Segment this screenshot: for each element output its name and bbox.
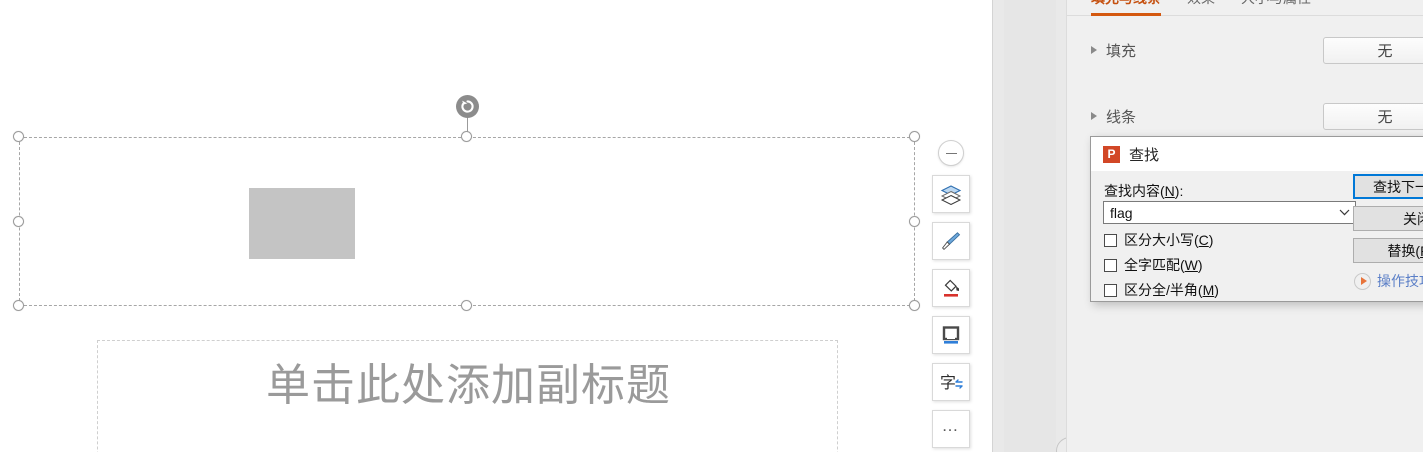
find-what-combobox[interactable]: flag (1103, 201, 1356, 224)
expand-caret-icon[interactable] (1091, 112, 1097, 120)
checkbox-box[interactable] (1104, 258, 1117, 272)
match-fullwidth-label: 区分全/半角(M) (1124, 280, 1219, 300)
find-what-label-post: ): (1174, 183, 1184, 199)
handle-middle-left[interactable] (13, 216, 24, 227)
find-what-label-key: N (1164, 183, 1175, 199)
find-dialog-titlebar[interactable]: P 查找 (1091, 137, 1423, 171)
match-case-checkbox[interactable]: 区分大小写(C) (1104, 230, 1213, 250)
find-what-label-pre: 查找内容( (1104, 183, 1165, 199)
replace-button[interactable]: 替换(R)... (1353, 238, 1423, 263)
powerpoint-icon: P (1103, 145, 1120, 163)
pane-gutter-track (1004, 0, 1056, 452)
gray-rectangle-shape[interactable] (249, 188, 355, 259)
label-pre: 区分大小写( (1124, 232, 1199, 248)
fill-row-label: 填充 (1106, 42, 1137, 60)
whole-word-checkbox[interactable]: 全字匹配(W) (1104, 255, 1203, 275)
handle-middle-right[interactable] (909, 216, 920, 227)
label-key: C (1198, 232, 1209, 248)
match-case-label: 区分大小写(C) (1124, 230, 1213, 250)
play-circle-icon (1354, 272, 1371, 290)
tab-fill-and-line[interactable]: 填充与线条 (1091, 0, 1161, 16)
floating-mini-toolbar: 字 … (931, 140, 971, 448)
find-what-input[interactable]: flag (1110, 204, 1133, 221)
label-key: M (1202, 282, 1215, 298)
handle-bottom-center[interactable] (461, 300, 472, 311)
rotation-stem (467, 117, 468, 138)
chevron-down-icon[interactable] (1333, 202, 1355, 223)
handle-top-center[interactable] (461, 131, 472, 142)
fill-value-dropdown[interactable]: 无 (1323, 36, 1423, 64)
rotate-icon[interactable] (456, 95, 479, 118)
shape-fill-button[interactable] (932, 269, 970, 307)
label-key: R (1420, 243, 1423, 259)
tab-size-and-properties[interactable]: 大小与属性 (1241, 0, 1311, 13)
label-key: W (1184, 257, 1198, 273)
label-pre: 全字匹配( (1124, 257, 1185, 273)
text-character-icon: 字 (939, 371, 963, 393)
layers-icon (940, 183, 962, 205)
label-post: ) (1197, 257, 1203, 273)
handle-bottom-right[interactable] (909, 300, 920, 311)
title-placeholder[interactable] (19, 137, 915, 306)
handle-bottom-left[interactable] (13, 300, 24, 311)
close-label: 关闭 (1403, 209, 1423, 229)
checkbox-box[interactable] (1104, 283, 1117, 297)
tips-link-label: 操作技巧 (1377, 273, 1423, 289)
find-dialog-title: 查找 (1129, 146, 1160, 164)
fill-row[interactable]: 填充 无 (1067, 33, 1423, 67)
shape-outline-button[interactable] (932, 316, 970, 354)
format-pane-tabs: 填充与线条 效果 大小与属性 (1067, 0, 1423, 16)
slide-canvas[interactable]: 单击此处添加副标题 (0, 0, 992, 452)
replace-label: 替换(R)... (1387, 241, 1423, 261)
paintbrush-icon (940, 230, 962, 252)
handle-top-right[interactable] (909, 131, 920, 142)
match-fullwidth-checkbox[interactable]: 区分全/半角(M) (1104, 280, 1219, 300)
whole-word-label: 全字匹配(W) (1124, 255, 1203, 275)
line-row-label: 线条 (1106, 108, 1137, 126)
find-next-button[interactable]: 查找下一个(F) (1353, 174, 1423, 199)
label-pre: 关闭 (1403, 210, 1423, 227)
shape-outline-icon (940, 324, 962, 346)
ellipsis-icon: … (941, 416, 961, 435)
fill-bucket-icon (940, 277, 962, 299)
line-value-dropdown[interactable]: 无 (1323, 102, 1423, 130)
find-what-label: 查找内容(N): (1104, 181, 1183, 201)
tips-link[interactable]: 操作技巧 (1354, 271, 1423, 291)
expand-caret-icon[interactable] (1091, 46, 1097, 54)
collapse-toolbar-button[interactable] (938, 140, 964, 166)
checkbox-box[interactable] (1104, 233, 1117, 247)
subtitle-placeholder[interactable]: 单击此处添加副标题 (97, 340, 838, 452)
label-post: ) (1214, 282, 1219, 298)
svg-text:字: 字 (940, 374, 956, 392)
subtitle-prompt-text: 单击此处添加副标题 (266, 361, 671, 410)
line-row[interactable]: 线条 无 (1067, 99, 1423, 133)
find-next-label: 查找下一个(F) (1373, 177, 1423, 197)
label-pre: 区分全/半角( (1124, 282, 1203, 298)
label-pre: 替换( (1387, 242, 1421, 259)
layers-button[interactable] (932, 175, 970, 213)
find-dialog: P 查找 查找内容(N): flag 区分大小写(C) 全字匹配(W) 区分全/… (1090, 136, 1423, 302)
more-options-button[interactable]: … (932, 410, 970, 448)
format-brush-button[interactable] (932, 222, 970, 260)
label-pre: 查找下一个( (1373, 178, 1423, 195)
tab-effects[interactable]: 效果 (1187, 0, 1215, 13)
pane-gutter (992, 0, 1066, 452)
handle-top-left[interactable] (13, 131, 24, 142)
minus-icon (945, 152, 957, 154)
label-post: ) (1208, 232, 1214, 248)
text-convert-button[interactable]: 字 (932, 363, 970, 401)
close-button[interactable]: 关闭 (1353, 206, 1423, 231)
